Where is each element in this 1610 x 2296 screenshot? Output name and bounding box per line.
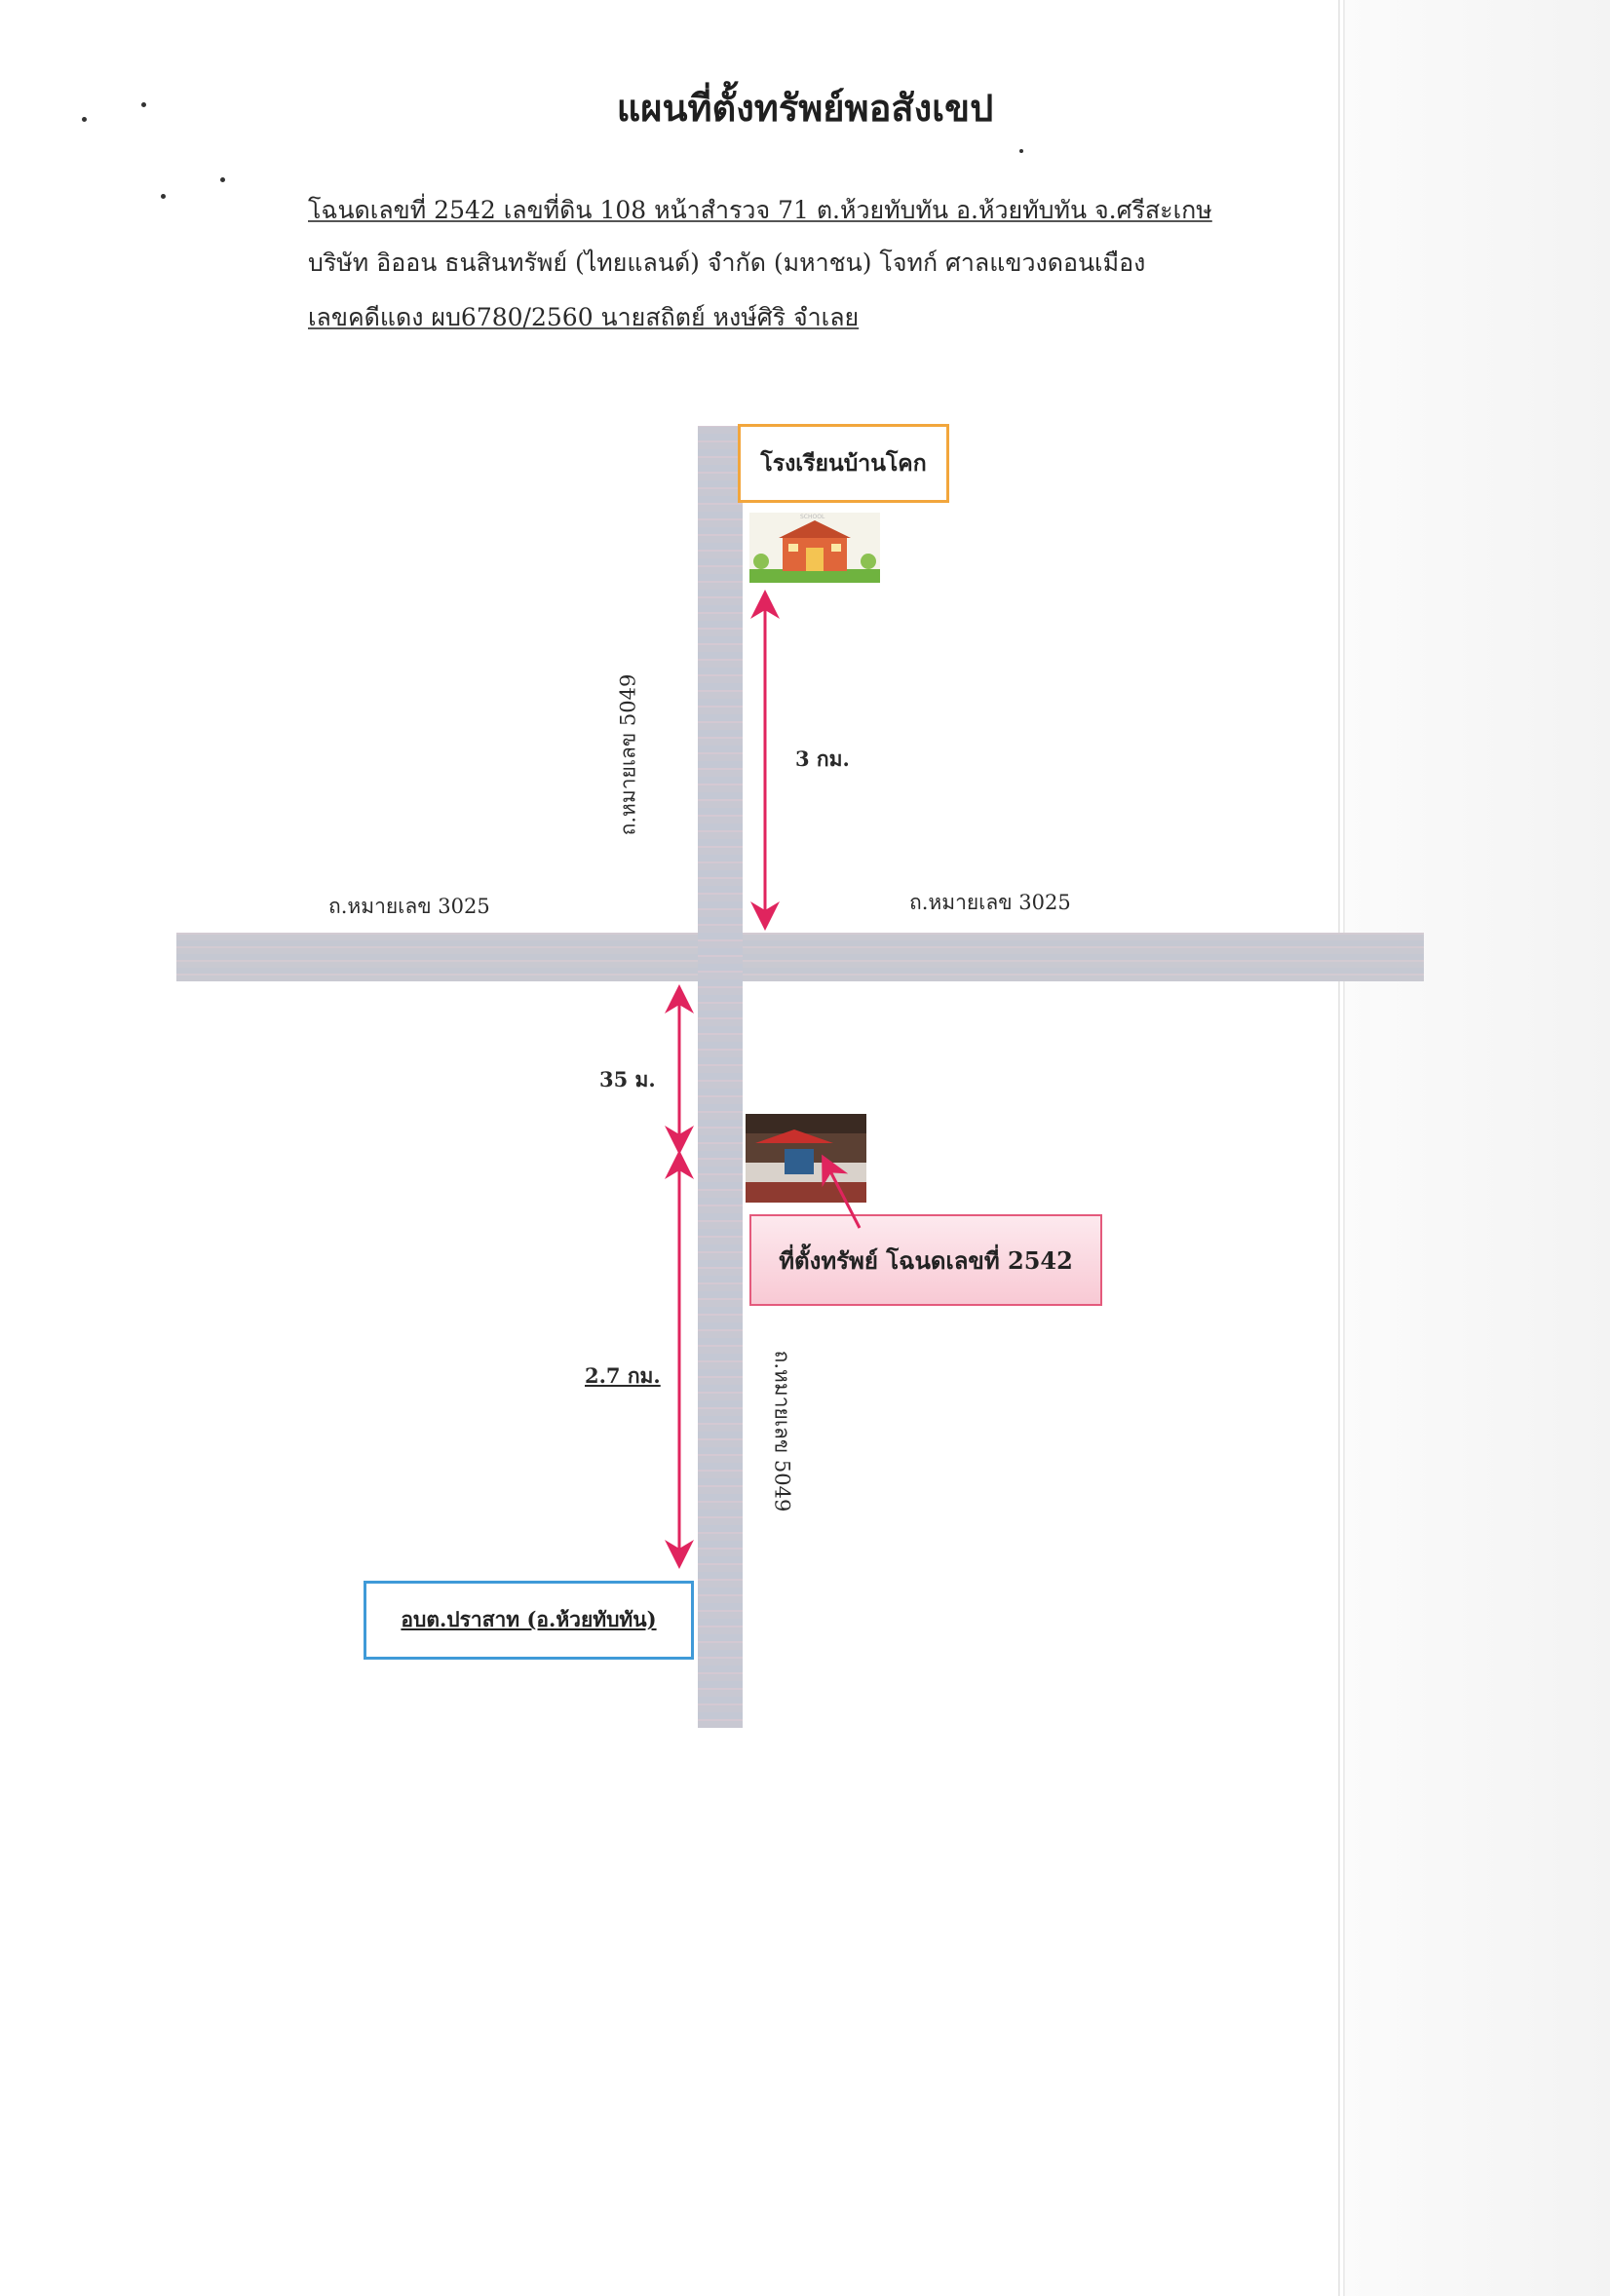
scan-speck [82,117,87,122]
pointer-asset [822,1154,862,1229]
school-icon: SCHOOL [749,513,880,583]
svg-text:SCHOOL: SCHOOL [800,514,825,520]
road-3025-label-left: ถ.หมายเลข 3025 [328,895,490,918]
school-landmark-box: โรงเรียนบ้านโคก [738,424,949,503]
sao-office-box: อบต.ปราสาท (อ.ห้วยทับทัน) [364,1581,694,1660]
road-3025-label-right: ถ.หมายเลข 3025 [909,891,1071,914]
scan-speck [141,102,146,107]
case-parties-line: บริษัท อิออน ธนสินทรัพย์ (ไทยแลนด์) จำกั… [308,249,1146,277]
distance-junction-to-asset: 35 ม. [599,1067,656,1091]
scan-speck [1019,149,1023,153]
road-5049 [698,426,743,1728]
distance-asset-to-sao: 2.7 กม. [585,1363,661,1388]
distance-school-to-junction: 3 กม. [795,746,850,771]
asset-location-box: ที่ตั้งทรัพย์ โฉนดเลขที่ 2542 [749,1214,1102,1306]
page-title: แผนที่ตั้งทรัพย์พอสังเขป [616,86,994,130]
deed-info-line: โฉนดเลขที่ 2542 เลขที่ดิน 108 หน้าสำรวจ … [308,196,1212,224]
scan-speck [220,177,225,182]
page-edge-shadow [1343,0,1610,2296]
case-number-line: เลขคดีแดง ผบ6780/2560 นายสถิตย์ หงษ์ศิริ… [308,303,860,331]
road-3025 [176,933,1424,981]
scan-speck [161,194,166,199]
page-fold-line [1338,0,1340,2296]
